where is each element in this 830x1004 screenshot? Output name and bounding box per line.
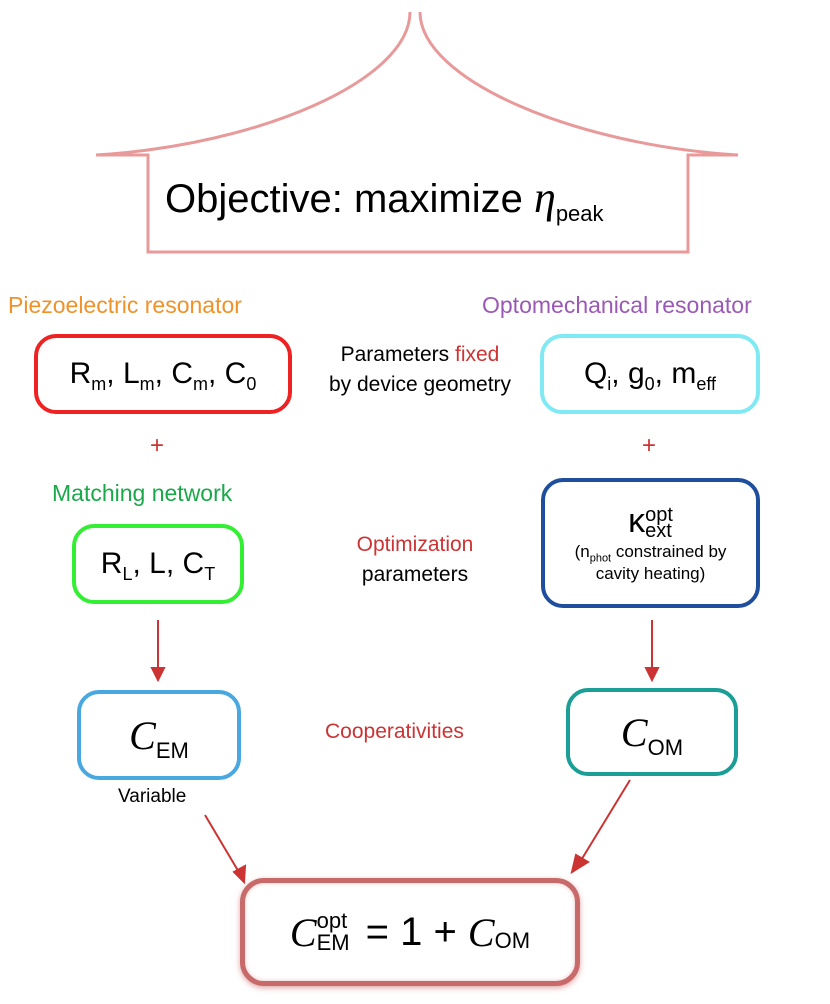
fixed-note-line1: Parameters fixed [300,340,540,370]
opto-params: Qi, g0, meff [583,357,716,393]
objective-prefix: Objective: maximize [165,177,534,221]
fixed-note-line2: by device geometry [328,373,512,396]
piezo-param: C0 [224,357,257,393]
opto-param-sub: 0 [644,374,655,394]
kappa-sub: ext [645,520,672,543]
opto-title: Optomechanical resonator [482,292,752,318]
matching-params-box: RL, L, CT [72,524,244,604]
kappa-note-line2: cavity heating) [595,564,706,583]
plus-left: + [150,432,165,459]
opto-params-box: Qi, g0, meff [540,334,760,414]
fixed-note: Parameters fixed by device geometry [300,340,540,400]
matching-params: RL, L, CT [100,547,216,583]
piezo-param-sub: 0 [246,374,257,394]
matching-param-base: C [182,547,205,580]
matching-param-separator: , [132,547,150,580]
result-rhs-sub: OM [494,927,531,953]
matching-title: Matching network [52,480,233,506]
piezo-param-separator: , [208,357,225,390]
piezo-param-separator: , [154,357,172,390]
cooperativities-label: Cooperativities [325,720,464,743]
arrow-com-to-result [579,779,631,863]
opto-param-separator: , [654,357,672,390]
arrows [150,620,660,885]
piezo-param-base: C [171,357,193,390]
matching-param: CT [182,547,216,583]
matching-param-sub: L [122,564,133,584]
variable-label: Variable [118,786,187,807]
eta-symbol: η [533,173,556,222]
objective-subscript: peak [555,201,604,226]
cem-sub: EM [155,737,189,763]
objective-title: Objective: maximize ηpeak [165,172,604,225]
result-rhs-symbol: C [467,909,495,955]
piezo-param-sub: m [139,374,155,394]
cem-label: CEM [129,712,189,762]
opto-param: g0 [627,357,655,393]
com-label: COM [620,709,683,759]
cem-symbol: C [129,712,156,758]
opto-param: meff [671,357,716,393]
matching-param-base: R [100,547,123,580]
kappa-note-sub: phot [589,552,612,565]
kappa-sup: opt [645,504,673,527]
matching-param-base: L [149,547,166,580]
cem-box: CEM [77,690,241,780]
opto-param-base: m [671,357,697,390]
arrow-cem-to-result [204,814,241,875]
optimization-note-line2: parameters [361,563,469,586]
matching-param-sub: T [204,564,216,584]
piezo-title: Piezoelectric resonator [8,292,242,318]
fixed-note-prefix: Parameters [340,343,455,366]
com-box: COM [566,688,738,776]
opto-param: Qi [583,357,611,393]
opto-param-sub: i [607,374,612,394]
com-sub: OM [647,734,684,760]
opto-param-sub: eff [696,374,717,394]
piezo-param: Rm [69,357,107,393]
opto-param-separator: , [611,357,628,390]
piezo-param-base: C [224,357,247,390]
piezo-params-box: Rm, Lm, Cm, C0 [34,334,292,414]
kappa-note-open: (n [574,542,590,561]
piezo-params: Rm, Lm, Cm, C0 [69,357,257,393]
plus-right: + [642,432,657,459]
result-symbol: C [289,909,317,955]
piezo-param-sub: m [193,374,208,394]
piezo-param-sub: m [91,374,107,394]
result-sup: opt [316,908,348,933]
piezo-param-separator: , [106,357,123,390]
piezo-param-base: L [122,357,140,390]
matching-param: L [149,547,166,580]
optimization-note: Optimization parameters [320,530,510,590]
kappa-symbol: κ [628,502,646,540]
fixed-note-highlight: fixed [455,343,500,366]
kappa-note-rest: constrained by [611,542,727,561]
piezo-param: Cm [171,357,208,393]
matching-param: RL [100,547,133,583]
result-equals: = 1 + [365,909,468,954]
com-symbol: C [620,709,648,755]
opto-param-base: g [627,357,645,390]
kappa-note-line1: (nphot constrained by [574,541,727,565]
kappa-note: (nphot constrained by cavity heating) [575,541,727,585]
piezo-param-base: R [69,357,92,390]
opto-param-base: Q [583,357,608,390]
matching-param-separator: , [165,547,183,580]
result-sub: EM [316,930,350,955]
piezo-param: Lm [122,357,155,393]
optimization-note-line1: Optimization [356,533,474,556]
